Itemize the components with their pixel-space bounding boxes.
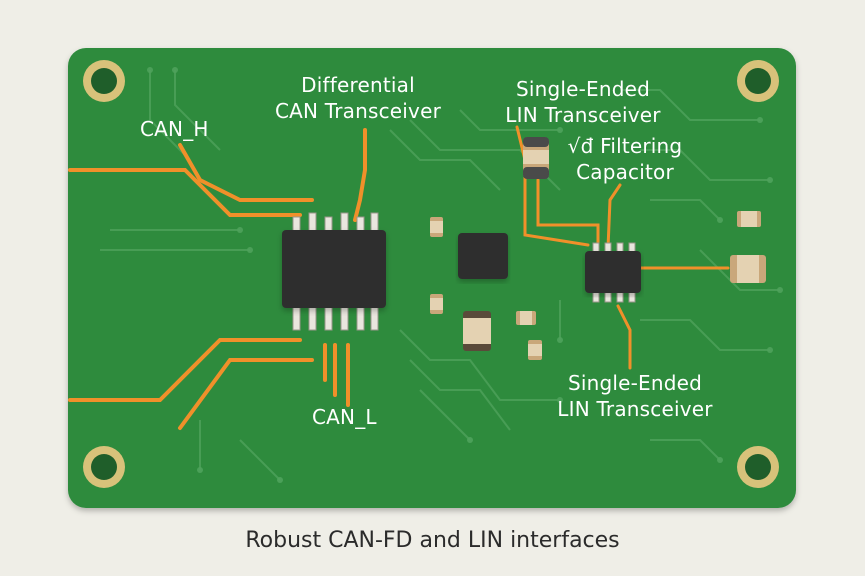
- label-line: LIN Transceiver: [557, 397, 713, 421]
- mounting-hole-bottom-right: [737, 446, 779, 488]
- can-h-label: CAN_H: [140, 117, 209, 141]
- smd-component: [463, 311, 491, 351]
- center-ic: [458, 233, 508, 279]
- filtering-capacitor-label: √đ Filtering Capacitor: [555, 133, 695, 185]
- smd-component: [737, 211, 761, 227]
- pcb-board: [68, 48, 796, 508]
- mounting-hole-top-left: [83, 60, 125, 102]
- lin-bus-traces: [515, 125, 730, 370]
- lin-transceiver-chip: [585, 242, 641, 303]
- smd-component: [528, 340, 542, 360]
- label-line: Single-Ended: [515, 77, 651, 101]
- smd-component: [430, 217, 443, 237]
- smd-component: [430, 294, 443, 314]
- mounting-hole-top-right: [737, 60, 779, 102]
- label-line: Differential: [301, 73, 415, 97]
- label-line: LIN Transceiver: [505, 103, 661, 127]
- mounting-hole-bottom-left: [83, 446, 125, 488]
- figure-caption: Robust CAN-FD and LIN interfaces: [245, 528, 620, 553]
- label-line: CAN Transceiver: [274, 99, 442, 123]
- smd-component: [516, 311, 536, 325]
- label-line: Capacitor: [576, 160, 674, 184]
- label-line: Single-Ended: [567, 371, 703, 395]
- can-l-label: CAN_L: [312, 405, 377, 429]
- can-transceiver-chip: [282, 212, 386, 331]
- smd-component: [730, 255, 766, 283]
- lin-transceiver-top-label: Single-Ended LIN Transceiver: [488, 76, 678, 128]
- background-vias: [147, 67, 783, 483]
- can-bus-traces: [68, 128, 367, 430]
- label-line: √đ Filtering: [567, 134, 683, 158]
- lin-transceiver-bottom-label: Single-Ended LIN Transceiver: [540, 370, 730, 422]
- differential-can-transceiver-label: Differential CAN Transceiver: [258, 72, 458, 124]
- filtering-capacitor: [523, 137, 549, 179]
